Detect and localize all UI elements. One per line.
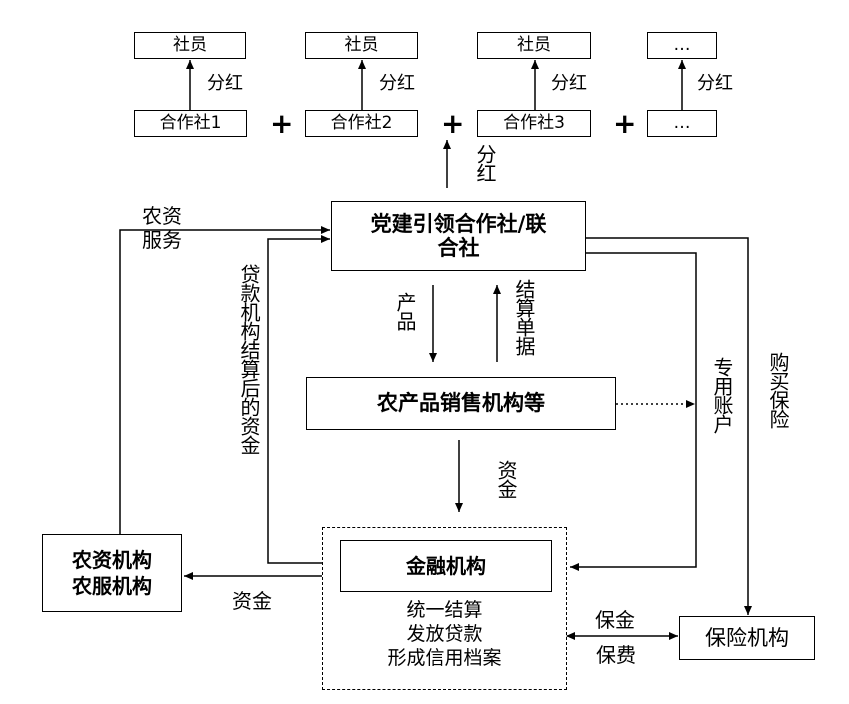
member-box-3: 社员 <box>477 32 591 59</box>
member-label-4: … <box>673 34 691 55</box>
insurance-institution-box: 保险机构 <box>679 616 815 660</box>
central-line-2: 合社 <box>437 236 480 260</box>
plus-sign-3: + <box>613 107 637 140</box>
finance-item-3: 形成信用档案 <box>387 646 502 669</box>
central-line-1: 党建引领合作社/联 <box>370 211 547 236</box>
coop-label-2: 合作社2 <box>330 112 393 133</box>
coop-box-4: … <box>647 110 717 137</box>
buy-insurance-label: 购买保险 <box>766 352 790 428</box>
member-label-3: 社员 <box>517 34 551 55</box>
plus-sign-1: + <box>270 107 294 140</box>
guarantee-label: 保金 <box>595 608 635 632</box>
agri-service-line-2: 服务 <box>142 228 182 252</box>
finance-group <box>322 527 567 690</box>
sales-institution-box: 农产品销售机构等 <box>306 377 616 430</box>
coop-box-1: 合作社1 <box>134 110 247 137</box>
member-label-1: 社员 <box>173 34 207 55</box>
agri-institution-box: 农资机构 农服机构 <box>42 534 182 612</box>
dividend-label-1: 分红 <box>207 73 243 94</box>
member-box-1: 社员 <box>134 32 246 59</box>
coop-label-4: … <box>673 112 691 133</box>
coop-label-3: 合作社3 <box>503 112 565 133</box>
insurance-label: 保险机构 <box>705 625 789 650</box>
funds-left-label: 资金 <box>232 589 272 613</box>
member-box-2: 社员 <box>305 32 418 59</box>
funds-down-label: 资金 <box>494 460 518 498</box>
agri-inst-line-1: 农资机构 <box>72 548 152 572</box>
product-label: 产品 <box>393 292 417 330</box>
sales-label: 农产品销售机构等 <box>377 391 545 416</box>
loan-funds-label: 贷款机构结算后的资金 <box>237 264 261 454</box>
coop-box-3: 合作社3 <box>477 110 591 137</box>
dividend-label-4: 分红 <box>697 73 733 94</box>
finance-item-1: 统一结算 <box>406 599 483 621</box>
special-account-line <box>570 252 697 571</box>
loan-funds-line <box>267 235 330 564</box>
dividend-label-2: 分红 <box>379 73 415 94</box>
coop-label-1: 合作社1 <box>159 112 222 133</box>
insurance-line <box>586 237 752 615</box>
central-coop-box: 党建引领合作社/联 合社 <box>331 201 586 271</box>
plus-sign-2: + <box>441 107 465 140</box>
dividend-vertical-label: 分红 <box>473 144 497 182</box>
finance-institution-box: 金融机构 <box>340 540 552 592</box>
member-box-4: … <box>647 32 717 59</box>
finance-item-2: 发放贷款 <box>406 622 483 645</box>
coop-box-2: 合作社2 <box>305 110 418 137</box>
premium-label: 保费 <box>596 643 636 667</box>
agri-service-label: 农资 服务 <box>142 204 182 252</box>
member-label-2: 社员 <box>344 34 379 55</box>
agri-inst-line-2: 农服机构 <box>72 574 152 598</box>
finance-label: 金融机构 <box>406 553 486 578</box>
agri-service-line-1: 农资 <box>142 204 182 228</box>
dividend-label-3: 分红 <box>551 73 587 94</box>
finance-functions: 统一结算 发放贷款 形成信用档案 <box>322 599 567 670</box>
settlement-label: 结算单据 <box>512 279 536 355</box>
agri-service-line <box>119 226 330 534</box>
special-account-label: 专用账户 <box>710 357 734 433</box>
